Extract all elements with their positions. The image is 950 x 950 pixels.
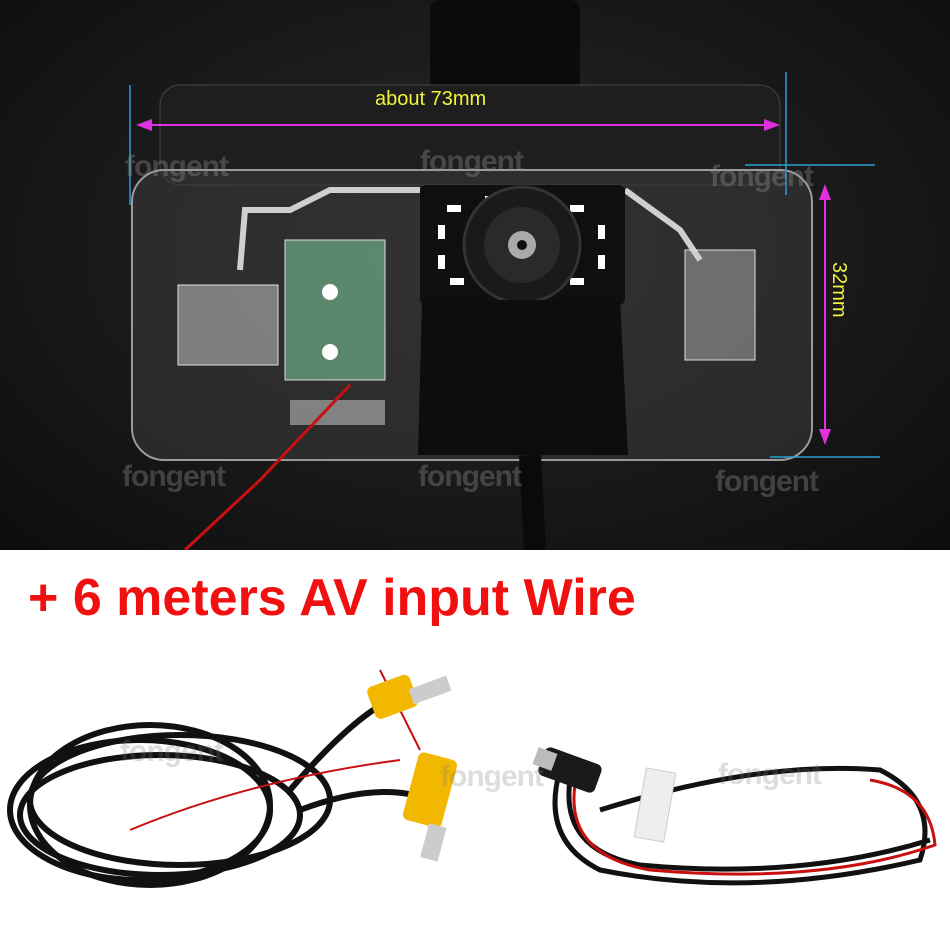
camera-illustration <box>129 0 880 550</box>
watermark: fongent <box>420 145 524 178</box>
cable-illustration <box>7 669 937 888</box>
height-dimension-label: 32mm <box>828 262 850 318</box>
rca-plug-bottom <box>402 752 458 862</box>
rca-plug-top <box>367 674 452 719</box>
watermark: fongent <box>440 760 544 793</box>
watermark: fongent <box>125 150 229 183</box>
watermark: fongent <box>418 460 522 493</box>
width-dimension-label: about 73mm <box>375 88 487 110</box>
av-cable-photo: fongent fongent fongent <box>0 640 950 950</box>
watermark: fongent <box>718 758 822 791</box>
headline: + 6 meters AV input Wire <box>28 569 636 627</box>
watermark: fongent <box>715 465 819 498</box>
watermark: fongent <box>120 735 224 768</box>
dc-power-plug <box>532 747 602 793</box>
watermark: fongent <box>710 160 814 193</box>
watermark: fongent <box>122 460 226 493</box>
camera-product-photo: fongent fongent fongent fongent fongent … <box>0 0 950 550</box>
